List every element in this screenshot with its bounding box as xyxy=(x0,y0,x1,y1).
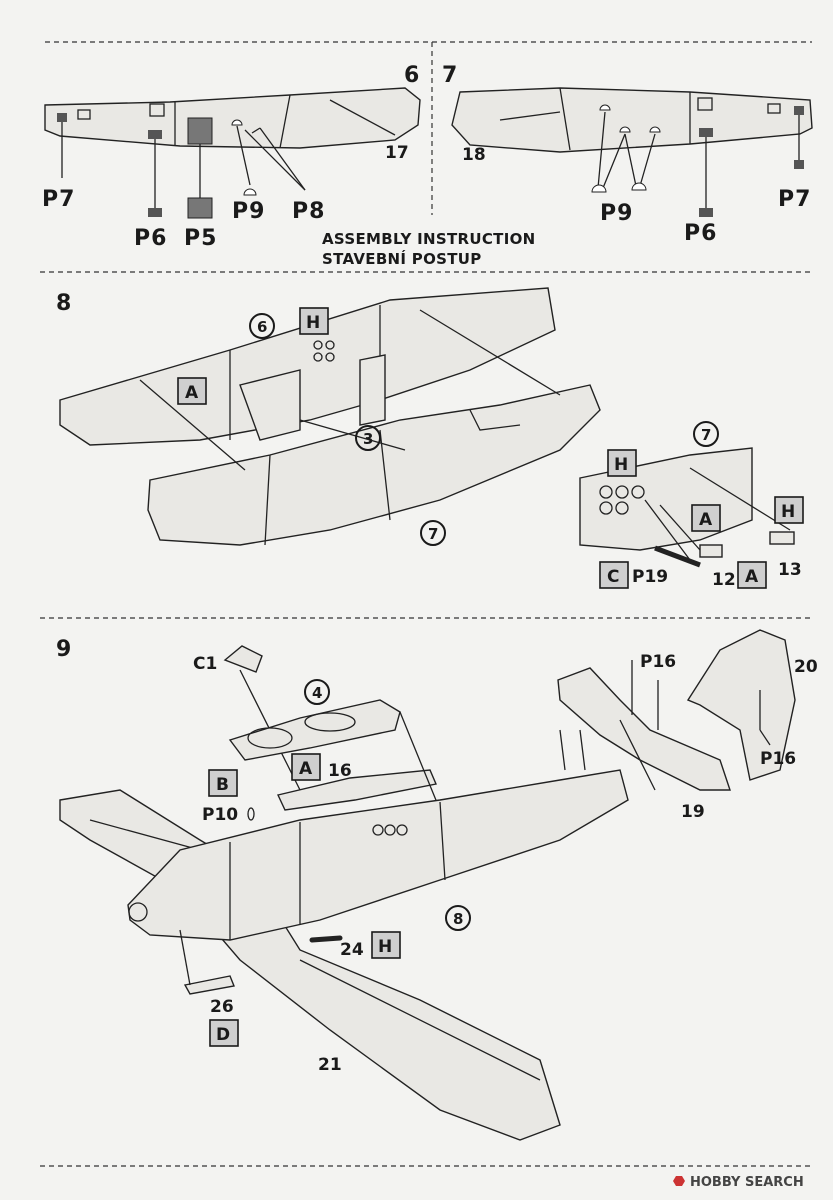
svg-text:3: 3 xyxy=(363,430,373,448)
part-p10: P10 xyxy=(202,805,238,825)
marker-p9 xyxy=(231,119,243,126)
label-p5: P5 xyxy=(184,226,217,251)
box-a-9 xyxy=(291,753,321,781)
part-p16-side: P16 xyxy=(760,749,796,769)
hobby-search-icon xyxy=(673,1176,685,1186)
box-d xyxy=(209,1019,239,1047)
fuselage-assembled xyxy=(127,769,629,941)
step-number-8: 8 xyxy=(56,291,72,316)
step-number-7: 7 xyxy=(442,63,458,88)
part-16: 16 xyxy=(328,761,352,781)
inset-fuselage-detail xyxy=(579,447,753,551)
part-19: 19 xyxy=(681,802,705,822)
svg-text:C: C xyxy=(607,567,619,587)
box-h-3 xyxy=(774,496,804,524)
part-18: 18 xyxy=(462,145,486,165)
label-p6-right: P6 xyxy=(684,221,717,246)
circle-7-a xyxy=(420,520,446,546)
label-p8: P8 xyxy=(292,199,325,224)
part-12: 12 xyxy=(712,570,736,590)
box-a-2 xyxy=(691,504,721,532)
box-h-1 xyxy=(299,307,329,335)
circle-4 xyxy=(304,679,330,705)
step-number-9: 9 xyxy=(56,637,72,662)
watermark: HOBBY SEARCH xyxy=(673,1175,804,1190)
svg-text:7: 7 xyxy=(701,426,711,444)
fuselage-half-left-17 xyxy=(44,87,421,149)
circle-8 xyxy=(445,905,471,931)
part-17: 17 xyxy=(385,143,409,163)
fuselage-lower-half xyxy=(147,384,601,546)
part-c1: C1 xyxy=(193,654,217,674)
part-24-shape xyxy=(309,935,343,943)
step-9: 9 C1 4 A 16 B P10 P16 xyxy=(56,629,818,1141)
step-number-6: 6 xyxy=(404,63,420,88)
box-a-1 xyxy=(177,377,207,405)
circle-7-b xyxy=(693,421,719,447)
part-26: 26 xyxy=(210,997,234,1017)
circle-6 xyxy=(249,313,275,339)
svg-text:8: 8 xyxy=(453,910,463,928)
circle-3 xyxy=(355,425,381,451)
step-8: 8 H A 6 3 7 7 xyxy=(56,287,804,590)
label-p7-right: P7 xyxy=(778,187,811,212)
box-a-3 xyxy=(737,561,767,589)
svg-text:H: H xyxy=(781,502,795,522)
svg-text:6: 6 xyxy=(257,318,267,336)
svg-text:4: 4 xyxy=(312,684,322,702)
svg-text:H: H xyxy=(614,455,628,475)
engine-cowl xyxy=(128,902,148,922)
svg-text:HOBBY SEARCH: HOBBY SEARCH xyxy=(690,1175,804,1190)
label-p9-right: P9 xyxy=(600,201,633,226)
box-b xyxy=(208,769,238,797)
svg-text:H: H xyxy=(306,313,320,333)
svg-text:D: D xyxy=(216,1025,230,1045)
marker-p5 xyxy=(187,117,213,145)
label-p6-left: P6 xyxy=(134,226,167,251)
svg-text:A: A xyxy=(185,383,199,403)
part-p19: P19 xyxy=(632,567,668,587)
part-26-shape xyxy=(183,975,235,995)
fuselage-half-right-18 xyxy=(451,87,813,153)
box-c xyxy=(599,561,629,589)
heading-line1: ASSEMBLY INSTRUCTION xyxy=(322,230,535,248)
marker-p6 xyxy=(148,130,162,139)
cockpit-seat xyxy=(239,369,301,441)
part-12-shape xyxy=(654,545,701,568)
svg-text:7: 7 xyxy=(428,525,438,543)
label-p9-left: P9 xyxy=(232,199,265,224)
part-c1-shape xyxy=(223,645,263,673)
svg-text:A: A xyxy=(299,759,313,779)
box-h-2 xyxy=(607,449,637,477)
svg-text:B: B xyxy=(216,775,229,795)
part-p16-top: P16 xyxy=(640,652,676,672)
fuselage-upper-half xyxy=(59,287,556,446)
step-7: 7 18 P9 P6 P7 xyxy=(442,63,813,246)
part-16-frame xyxy=(277,769,437,811)
step-6: 6 17 P7 P6 P5 P9 P8 xyxy=(42,63,421,251)
svg-text:A: A xyxy=(745,567,759,587)
label-p7-left: P7 xyxy=(42,187,75,212)
box-h-9 xyxy=(371,931,401,959)
part-13-shape xyxy=(769,531,795,545)
part-24: 24 xyxy=(340,940,364,960)
svg-text:H: H xyxy=(378,937,392,957)
svg-text:A: A xyxy=(699,510,713,530)
part-21: 21 xyxy=(318,1055,342,1075)
cockpit-bulkhead xyxy=(359,354,386,426)
heading-line2: STAVEBNÍ POSTUP xyxy=(322,249,482,268)
part-13: 13 xyxy=(778,560,802,580)
horizontal-tail xyxy=(557,667,731,791)
part-20: 20 xyxy=(794,657,818,677)
marker-p7 xyxy=(57,113,67,122)
